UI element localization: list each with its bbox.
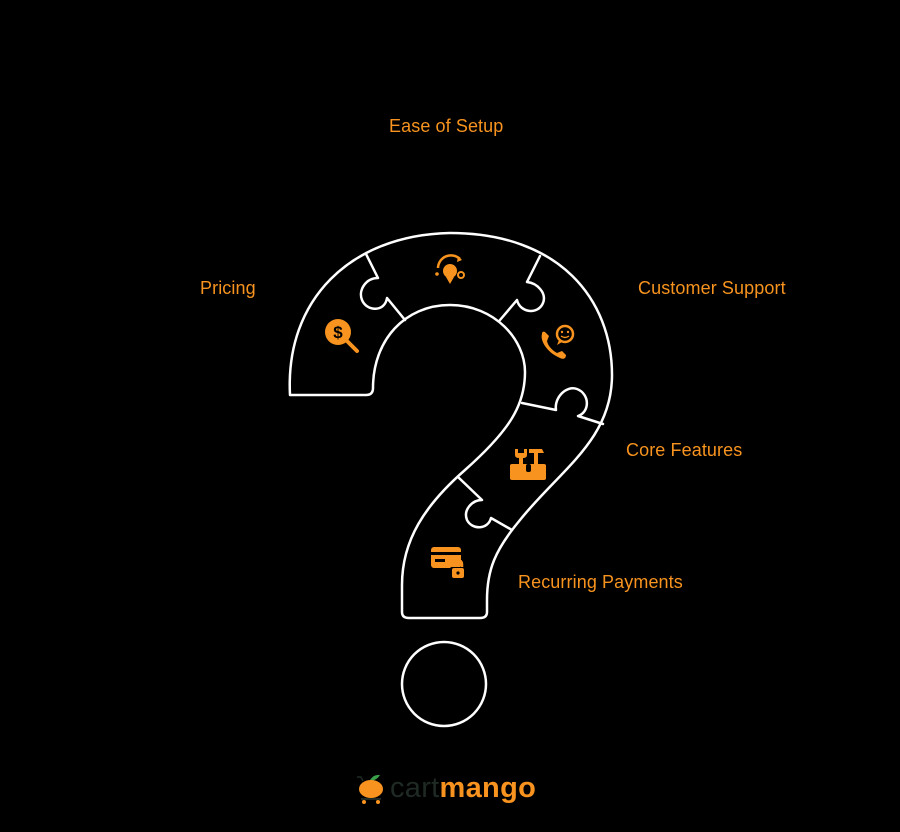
question-mark-dot — [400, 640, 488, 728]
label-recurring-payments: Recurring Payments — [518, 572, 683, 592]
phone-chat-support-icon — [541, 324, 575, 359]
toolbox-tools-icon — [510, 449, 546, 480]
credit-card-lock-icon — [431, 547, 466, 579]
label-core-features: Core Features — [626, 440, 743, 460]
lightbulb-idea-icon — [435, 254, 465, 284]
cartmango-logo: cartmango — [356, 770, 536, 806]
logo-text-cart: cart — [390, 771, 440, 804]
label-customer-support: Customer Support — [638, 278, 786, 298]
mango-cart-icon — [357, 774, 383, 804]
svg-text:$: $ — [333, 323, 343, 342]
label-pricing: Pricing — [200, 278, 256, 298]
logo-text-mango: mango — [439, 771, 537, 804]
label-ease-of-setup: Ease of Setup — [389, 116, 504, 136]
question-mark-outline — [288, 231, 614, 620]
dollar-search-icon: $ — [325, 319, 359, 353]
